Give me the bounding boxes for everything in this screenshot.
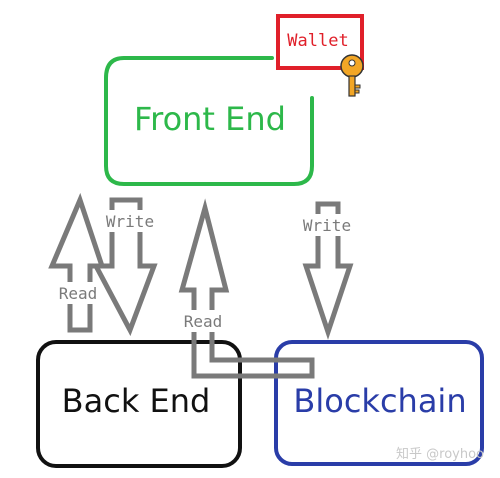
write-arrow-backend-label: Write [106, 212, 154, 231]
watermark: 知乎 @royhoo [396, 446, 484, 462]
key-icon [340, 54, 364, 97]
blockchain-node: Blockchain [274, 340, 484, 466]
blockchain-label: Blockchain [293, 382, 466, 420]
write-arrow-blockchain: Write [298, 201, 356, 340]
back-end-node: Back End [36, 340, 242, 468]
wallet-label: Wallet [287, 31, 348, 51]
write-arrow-backend: Write [91, 197, 160, 337]
read-arrow-backend-label: Read [59, 284, 98, 303]
read-arrow-blockchain-label: Read [184, 312, 223, 331]
read-arrow-blockchain: Read [176, 198, 315, 379]
read-arrow-backend: Read [48, 192, 106, 333]
front-end-label: Front End [134, 100, 286, 138]
front-end-node: Front End [104, 56, 314, 186]
write-arrow-blockchain-label: Write [303, 216, 351, 235]
back-end-label: Back End [62, 382, 211, 420]
wallet-node: Wallet [276, 14, 364, 70]
